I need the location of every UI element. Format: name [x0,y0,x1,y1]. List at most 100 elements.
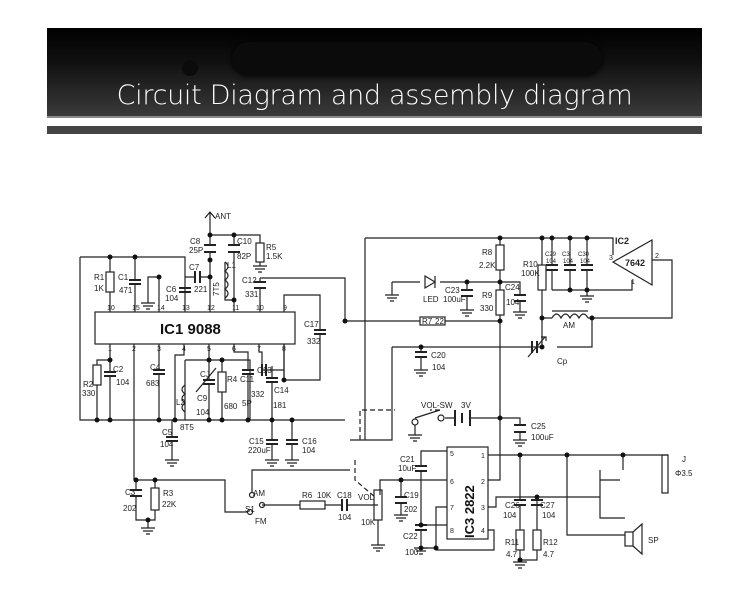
capacitor-plates [104,244,593,531]
label-c2-value: 104 [116,378,130,387]
page-title: Circuit Diagram and assembly diagram [116,80,633,111]
pin: 4 [481,528,485,535]
pin: 9 [283,305,287,312]
label-c3-tuning: C3 [562,252,570,258]
label-c15: C15 [249,437,264,446]
label-c23: C23 [445,286,460,295]
label-jack: J [682,455,686,464]
r5 [255,242,265,263]
r12 [532,529,542,551]
label-r12-value: 4.7 [543,550,555,559]
pin: 3 [609,255,613,262]
label-speaker: SP [648,536,659,545]
label-r5: R5 [266,243,277,252]
label-c12: C12 [242,276,257,285]
label-r11: R11 [505,538,520,547]
pin: 5 [450,451,454,458]
label-c27-value: 104 [542,511,556,520]
label-c5-value: 104 [160,440,174,449]
pin: 11 [232,305,239,312]
label-c25-value: 100uF [531,433,554,442]
label-c10: C10 [237,237,252,246]
r11 [515,529,525,551]
label-r12: R12 [543,538,558,547]
pin: 14 [157,305,165,312]
label-c14-value: 181 [273,401,287,410]
label-r7: R7 [422,317,433,326]
r2 [92,364,102,386]
label-c26: C26 [505,501,520,510]
r7 [419,316,446,326]
label-r7-value: 22 [435,317,444,326]
ic2-label: IC2 [615,236,629,246]
label-r4-value: 680 [224,402,238,411]
label-c24-value: 104 [506,298,520,307]
label-c15-value: 220uF [248,446,271,455]
ic2-body [611,238,653,287]
pin: 1 [631,279,635,286]
pin: 1 [108,346,112,353]
label-c13: C13 [257,366,272,375]
label-c3-tuning-value: 104 [563,259,574,265]
label-r1: R1 [94,273,105,282]
redacted-logo [232,42,602,76]
ic-labels: IC1 9088 IC2 7642 IC3 2822 [160,236,645,538]
junction-dots [94,232,626,563]
r6 [299,500,326,510]
label-c25: C25 [531,422,546,431]
label-cp: Cp [557,357,568,366]
label-c4: C4 [150,363,161,372]
pin: 3 [481,505,485,512]
label-c20-value: 104 [432,363,446,372]
label-c13-value: 332 [251,390,265,399]
label-r5-value: 1.5K [266,252,283,261]
label-c22: C22 [403,532,418,541]
label-l2-value: 8T5 [180,423,194,432]
pin: 15 [132,305,140,312]
label-c3-value: 202 [123,504,137,513]
header-banner: Circuit Diagram and assembly diagram [47,28,702,118]
pin: 8 [450,528,454,535]
pin: 6 [232,346,236,353]
label-battery: 3V [461,401,471,410]
label-c23-value: 100uF [443,295,466,304]
jack [661,454,669,494]
label-c1: C1 [118,273,129,282]
pin: 10 [256,305,264,312]
pin: 2 [655,253,659,260]
pin: 3 [157,346,161,353]
r10 [537,264,547,291]
label-r3: R3 [163,489,174,498]
label-c8: C8 [190,237,201,246]
label-r8-value: 2.2K [479,261,496,270]
label-c19-value: 202 [404,505,418,514]
label-c1-value: 471 [119,286,133,295]
label-r9: R9 [482,291,493,300]
ic1-label: IC1 9088 [160,321,221,338]
pin: 7 [450,505,454,512]
label-s1: S1 [245,505,255,514]
wires [79,218,673,562]
pin: 2 [481,479,485,486]
label-c16-value: 104 [302,446,316,455]
label-vol-sw: VOL-SW [421,401,453,410]
ic2-part: 7642 [625,258,645,268]
label-c8-value: 25P [189,246,203,255]
label-c18-value: 104 [338,513,352,522]
r9 [495,289,505,316]
label-c5: C5 [162,428,173,437]
r3 [150,487,160,511]
label-vol-value: 10K [361,518,376,527]
r1 [105,271,115,293]
label-r2-value: 330 [82,389,96,398]
label-r4: R4 [227,375,238,384]
pin: 2 [132,346,136,353]
label-fm: FM [255,517,267,526]
pin: 4 [182,346,186,353]
label-c24: C24 [505,283,520,292]
label-r2: R2 [83,380,94,389]
label-c30-value: 104 [580,259,591,265]
label-ant: ANT [215,212,231,221]
label-c14: C14 [274,386,289,395]
